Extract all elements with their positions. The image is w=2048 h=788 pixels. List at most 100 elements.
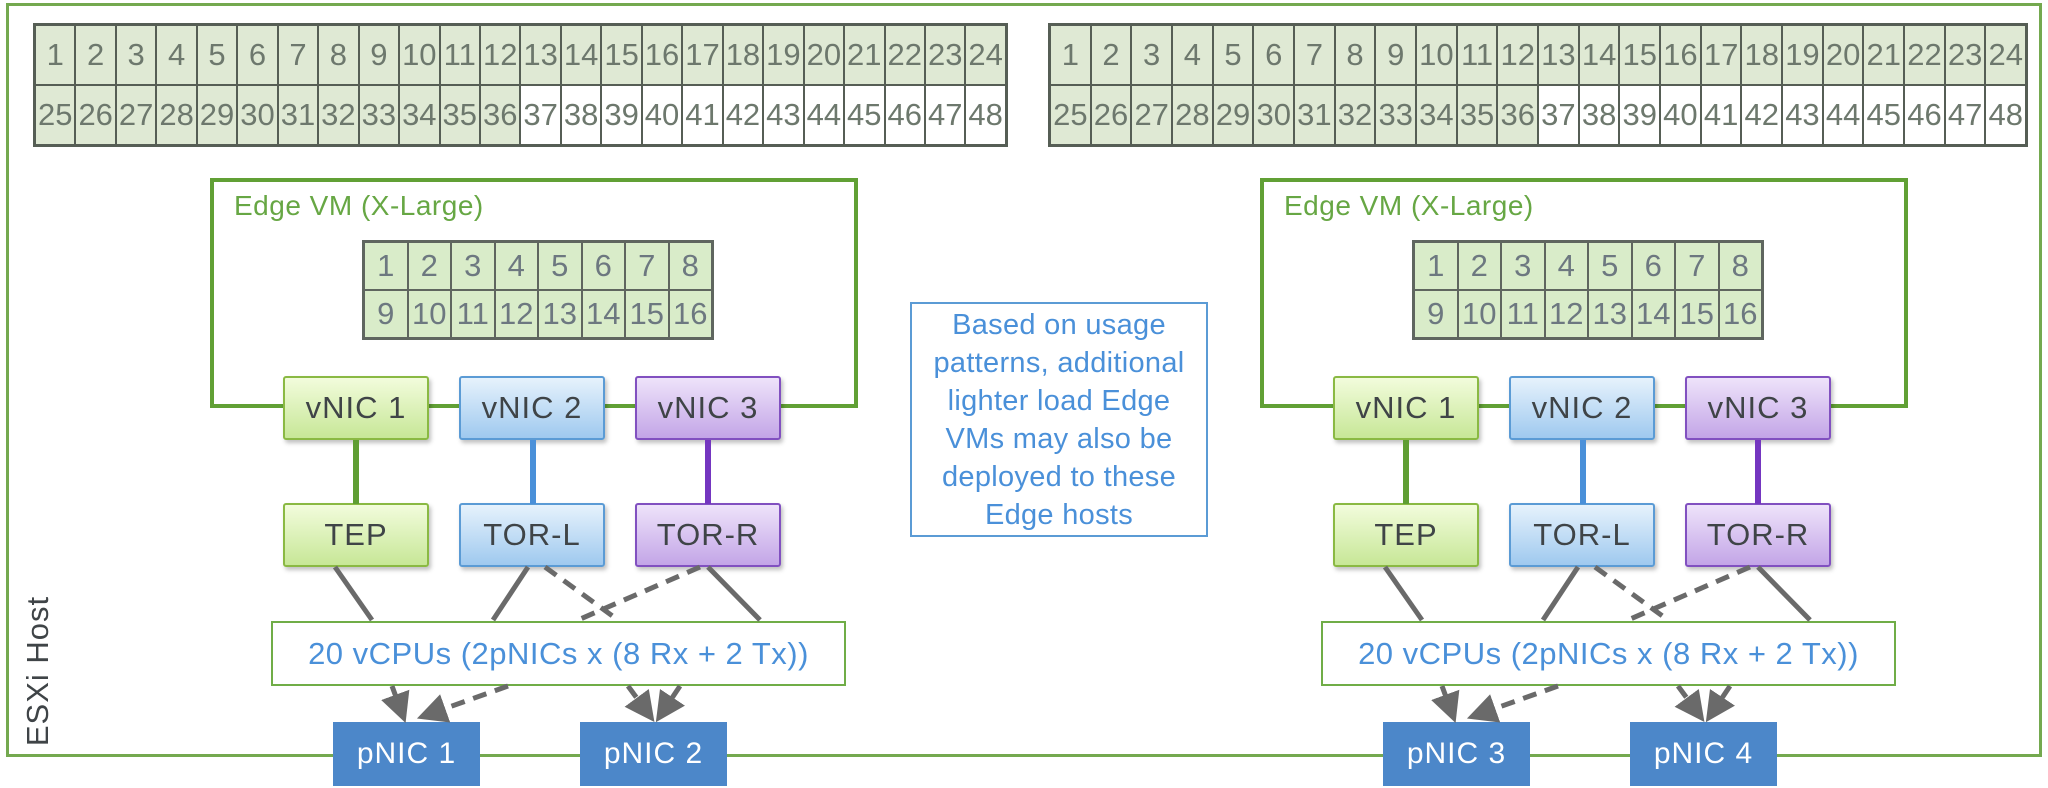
- cpu-cell-39: 39: [1619, 85, 1661, 145]
- cpu-cell-15: 15: [1619, 25, 1661, 85]
- cpu-cell-8: 8: [318, 25, 359, 85]
- tep-box: TEP: [1333, 503, 1479, 567]
- cpu-cell-36: 36: [479, 85, 521, 145]
- cpu-cell-6: 6: [1253, 25, 1295, 85]
- cpu-cell-4: 4: [1544, 242, 1588, 290]
- cpu-cell-6: 6: [1631, 242, 1675, 290]
- cpu-cell-39: 39: [601, 85, 642, 145]
- cpu-cell-22: 22: [1904, 25, 1945, 85]
- cpu-cell-9: 9: [358, 25, 400, 85]
- cpu-cell-48: 48: [965, 85, 1006, 145]
- cpu-cell-38: 38: [560, 85, 602, 145]
- cpu-cell-9: 9: [1375, 25, 1417, 85]
- cpu-cell-43: 43: [1782, 85, 1823, 145]
- vnic1-box: vNIC 1: [283, 376, 429, 440]
- cpu-cell-33: 33: [1375, 85, 1417, 145]
- cpu-cell-32: 32: [1334, 85, 1376, 145]
- cpu-cell-5: 5: [538, 242, 582, 290]
- cpu-cell-34: 34: [399, 85, 440, 145]
- cpu-cell-22: 22: [884, 25, 925, 85]
- cpu-cell-42: 42: [1741, 85, 1783, 145]
- cpu-cell-17: 17: [682, 25, 723, 85]
- cpu-cell-47: 47: [924, 85, 966, 145]
- cpu-cell-5: 5: [1588, 242, 1632, 290]
- cpu-cell-8: 8: [668, 242, 712, 290]
- cpu-cell-2: 2: [75, 25, 116, 85]
- cpu-cell-24: 24: [1985, 25, 2027, 85]
- cpu-cell-28: 28: [1172, 85, 1213, 145]
- cpu-cell-3: 3: [1131, 25, 1173, 85]
- cpu-cell-35: 35: [1456, 85, 1498, 145]
- cpu-cell-7: 7: [625, 242, 669, 290]
- cpu-cell-23: 23: [924, 25, 966, 85]
- cpu-cell-15: 15: [1675, 290, 1719, 338]
- cpu-cell-25: 25: [1050, 85, 1091, 145]
- cpu-cell-42: 42: [722, 85, 764, 145]
- cpu-cell-20: 20: [1822, 25, 1864, 85]
- tor-r-box: TOR-R: [635, 503, 781, 567]
- vcpu-allocation-box: 20 vCPUs (2pNICs x (8 Rx + 2 Tx)): [1321, 621, 1896, 686]
- cpu-cell-45: 45: [844, 85, 885, 145]
- tor-r-box: TOR-R: [1685, 503, 1831, 567]
- cpu-cell-16: 16: [1718, 290, 1762, 338]
- cpu-cell-47: 47: [1944, 85, 1986, 145]
- cpu-cell-26: 26: [75, 85, 116, 145]
- cpu-cell-6: 6: [581, 242, 625, 290]
- cpu-cell-4: 4: [156, 25, 197, 85]
- cpu-cell-25: 25: [35, 85, 76, 145]
- cpu-cell-27: 27: [115, 85, 157, 145]
- cpu-cell-7: 7: [1294, 25, 1335, 85]
- cpu-cell-21: 21: [1863, 25, 1905, 85]
- cpu-cell-19: 19: [763, 25, 804, 85]
- cpu-cell-1: 1: [364, 242, 408, 290]
- vnic3-box: vNIC 3: [1685, 376, 1831, 440]
- cpu-cell-12: 12: [1544, 290, 1588, 338]
- cpu-cell-40: 40: [641, 85, 683, 145]
- cpu-cell-15: 15: [625, 290, 669, 338]
- usage-note-line: deployed to these: [941, 460, 1177, 493]
- vnic2-box: vNIC 2: [459, 376, 605, 440]
- cpu-cell-3: 3: [1501, 242, 1545, 290]
- cpu-cell-11: 11: [451, 290, 495, 338]
- cpu-cell-14: 14: [581, 290, 625, 338]
- cpu-cell-16: 16: [641, 25, 683, 85]
- cpu-cell-29: 29: [1212, 85, 1254, 145]
- cpu-cell-30: 30: [1253, 85, 1295, 145]
- cpu-cell-37: 37: [1538, 85, 1579, 145]
- cpu-cell-10: 10: [399, 25, 440, 85]
- cpu-cell-48: 48: [1985, 85, 2027, 145]
- cpu-cell-10: 10: [1416, 25, 1457, 85]
- cpu-cell-35: 35: [439, 85, 480, 145]
- cpu-cell-44: 44: [803, 85, 845, 145]
- cpu-cell-7: 7: [277, 25, 319, 85]
- cpu-cell-9: 9: [1414, 290, 1458, 338]
- cpu-cell-28: 28: [156, 85, 197, 145]
- usage-note-line: Edge hosts: [984, 498, 1134, 531]
- cpu-cell-18: 18: [722, 25, 764, 85]
- cpu-cell-12: 12: [1497, 25, 1539, 85]
- cpu-cell-45: 45: [1863, 85, 1905, 145]
- cpu-cell-5: 5: [1212, 25, 1254, 85]
- pnic2-box: pNIC 2: [580, 722, 727, 786]
- cpu-cell-2: 2: [1457, 242, 1501, 290]
- cpu-cell-17: 17: [1700, 25, 1742, 85]
- pnic1-box: pNIC 1: [333, 722, 480, 786]
- cpu-cell-11: 11: [439, 25, 480, 85]
- cpu-cell-29: 29: [196, 85, 238, 145]
- cpu-cell-12: 12: [494, 290, 538, 338]
- cpu-cell-7: 7: [1675, 242, 1719, 290]
- cpu-cell-9: 9: [364, 290, 408, 338]
- vnic2-box: vNIC 2: [1509, 376, 1655, 440]
- cpu-cell-23: 23: [1944, 25, 1986, 85]
- cpu-cell-44: 44: [1822, 85, 1864, 145]
- cpu-cell-31: 31: [277, 85, 319, 145]
